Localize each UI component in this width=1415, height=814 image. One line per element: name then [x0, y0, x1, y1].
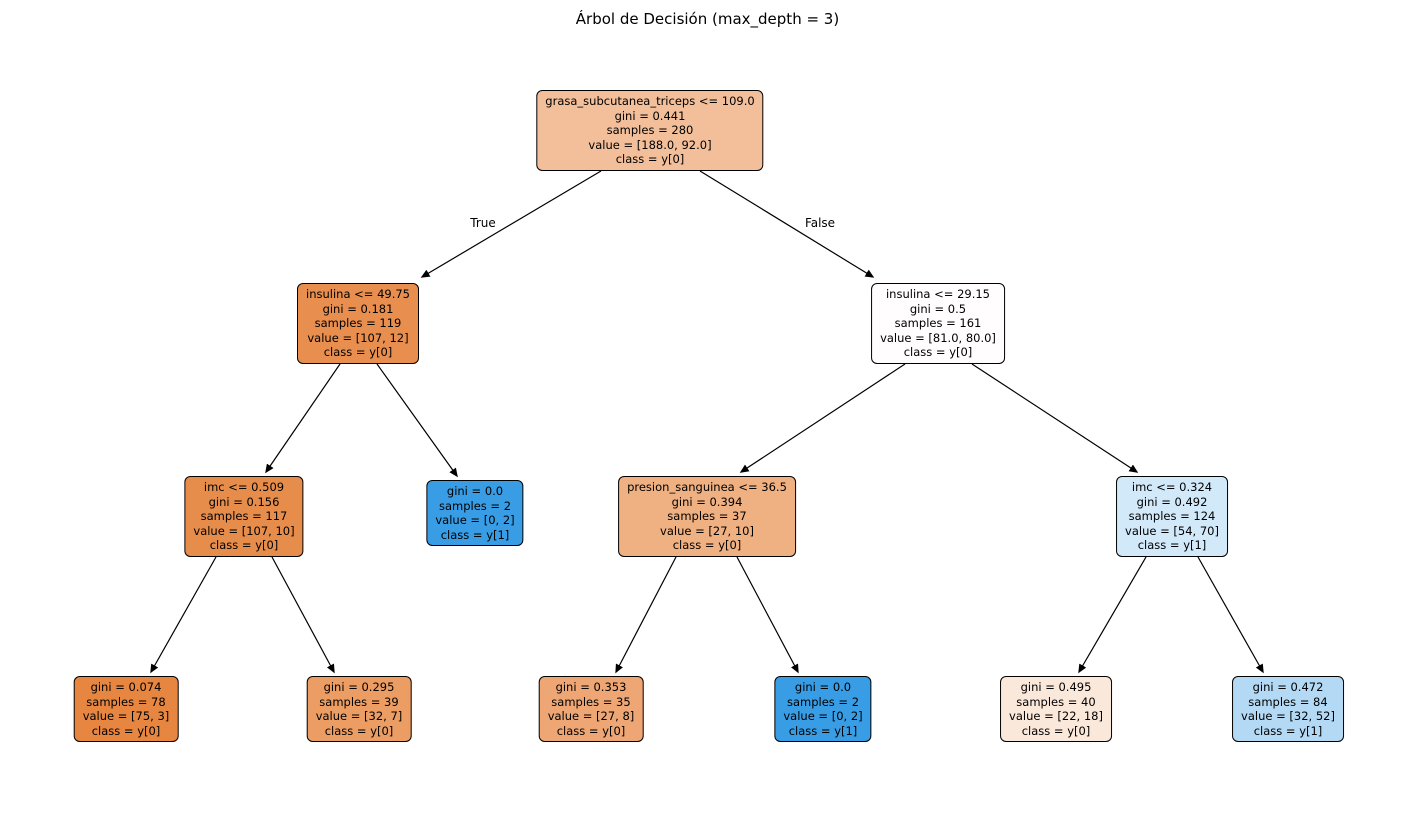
node-samples: samples = 124 [1128, 509, 1216, 523]
node-gini: gini = 0.074 [90, 680, 162, 694]
edge-depth1-right-to-node3 [739, 363, 906, 473]
tree-node-depth1-right: insulina <= 29.15 gini = 0.5 samples = 1… [871, 283, 1005, 364]
node-gini: gini = 0.441 [614, 108, 686, 123]
node-samples: samples = 280 [606, 123, 694, 137]
node-condition: insulina <= 49.75 [306, 287, 410, 301]
node-value: value = [22, 18] [1009, 709, 1103, 723]
node-class: class = y[0] [615, 152, 685, 166]
node-gini: gini = 0.0 [794, 680, 852, 694]
edge-depth1-left-to-leaf-blue [376, 363, 458, 478]
node-samples: samples = 39 [319, 694, 399, 709]
node-value: value = [0, 2] [783, 709, 863, 723]
node-gini: gini = 0.353 [555, 680, 627, 694]
node-value: value = [54, 70] [1125, 523, 1219, 538]
node-class: class = y[0] [324, 723, 394, 738]
node-gini: gini = 0.394 [671, 494, 743, 509]
tree-leaf-5: gini = 0.495 samples = 40 value = [22, 1… [1000, 676, 1112, 742]
tree-node-imc-right: imc <= 0.324 gini = 0.492 samples = 124 … [1116, 476, 1228, 557]
node-samples: samples = 119 [314, 316, 402, 330]
node-value: value = [0, 2] [435, 513, 515, 527]
node-value: value = [32, 52] [1241, 709, 1335, 723]
node-class: class = y[0] [91, 723, 161, 738]
node-samples: samples = 84 [1248, 694, 1328, 709]
node-samples: samples = 2 [786, 694, 860, 709]
tree-node-depth1-left: insulina <= 49.75 gini = 0.181 samples =… [297, 283, 419, 364]
node-gini: gini = 0.495 [1020, 680, 1092, 694]
node-condition: insulina <= 29.15 [885, 287, 990, 301]
edge-node3-to-leaf4 [736, 556, 799, 674]
node-class: class = y[0] [1021, 723, 1091, 738]
node-class: class = y[0] [672, 538, 742, 552]
node-value: value = [27, 10] [660, 523, 754, 538]
node-samples: samples = 35 [551, 694, 631, 709]
node-samples: samples = 40 [1016, 694, 1096, 709]
edge-depth1-left-to-node1 [265, 363, 341, 474]
node-condition: presion_sanguinea <= 36.5 [627, 480, 787, 494]
node-gini: gini = 0.181 [322, 301, 394, 316]
node-value: value = [81.0, 80.0] [880, 330, 996, 345]
node-samples: samples = 161 [894, 316, 982, 330]
edge-root-to-depth1-right [699, 170, 875, 278]
edge-node3-to-leaf3 [615, 556, 677, 674]
node-value: value = [75, 3] [82, 709, 170, 723]
node-class: class = y[0] [209, 538, 279, 552]
edge-depth1-right-to-node4 [971, 363, 1139, 473]
node-condition: imc <= 0.324 [1131, 480, 1213, 494]
node-class: class = y[1] [788, 723, 858, 738]
node-samples: samples = 37 [667, 509, 747, 523]
edge-root-to-depth1-left [420, 170, 602, 278]
node-class: class = y[0] [556, 723, 626, 738]
tree-node-root: grasa_subcutanea_triceps <= 109.0 gini =… [536, 90, 764, 171]
node-class: class = y[0] [323, 345, 393, 359]
node-gini: gini = 0.295 [323, 680, 395, 694]
tree-leaf-4: gini = 0.0 samples = 2 value = [0, 2] cl… [774, 676, 872, 742]
node-samples: samples = 117 [200, 509, 288, 523]
node-class: class = y[1] [1137, 538, 1207, 552]
node-gini: gini = 0.492 [1136, 494, 1208, 509]
tree-leaf-2: gini = 0.295 samples = 39 value = [32, 7… [306, 676, 412, 742]
tree-node-depth2-leaf-blue: gini = 0.0 samples = 2 value = [0, 2] cl… [426, 480, 524, 546]
node-value: value = [107, 10] [193, 523, 295, 538]
node-gini: gini = 0.156 [208, 494, 280, 509]
tree-node-imc-left: imc <= 0.509 gini = 0.156 samples = 117 … [184, 476, 304, 557]
node-class: class = y[0] [903, 345, 973, 359]
tree-leaf-3: gini = 0.353 samples = 35 value = [27, 8… [538, 676, 644, 742]
edge-label-false: False [804, 216, 836, 230]
figure-title: Árbol de Decisión (max_depth = 3) [575, 10, 840, 28]
node-samples: samples = 2 [438, 498, 512, 513]
node-samples: samples = 78 [86, 694, 166, 709]
tree-node-presion-sanguinea: presion_sanguinea <= 36.5 gini = 0.394 s… [618, 476, 796, 557]
node-gini: gini = 0.472 [1252, 680, 1324, 694]
edge-node4-to-leaf5 [1078, 556, 1147, 674]
tree-leaf-6: gini = 0.472 samples = 84 value = [32, 5… [1232, 676, 1344, 742]
edge-node1-to-leaf2 [271, 556, 335, 674]
node-gini: gini = 0.0 [446, 484, 504, 498]
edge-node4-to-leaf6 [1197, 556, 1264, 674]
node-gini: gini = 0.5 [909, 301, 967, 316]
node-class: class = y[1] [1253, 723, 1323, 738]
node-value: value = [188.0, 92.0] [588, 137, 712, 152]
node-value: value = [32, 7] [315, 709, 403, 723]
node-value: value = [107, 12] [307, 330, 409, 345]
node-value: value = [27, 8] [547, 709, 635, 723]
tree-leaf-1: gini = 0.074 samples = 78 value = [75, 3… [73, 676, 179, 742]
node-condition: grasa_subcutanea_triceps <= 109.0 [545, 94, 755, 108]
node-class: class = y[1] [440, 527, 510, 542]
edge-node1-to-leaf1 [150, 556, 217, 674]
edge-label-true: True [470, 216, 496, 230]
node-condition: imc <= 0.509 [203, 480, 285, 494]
